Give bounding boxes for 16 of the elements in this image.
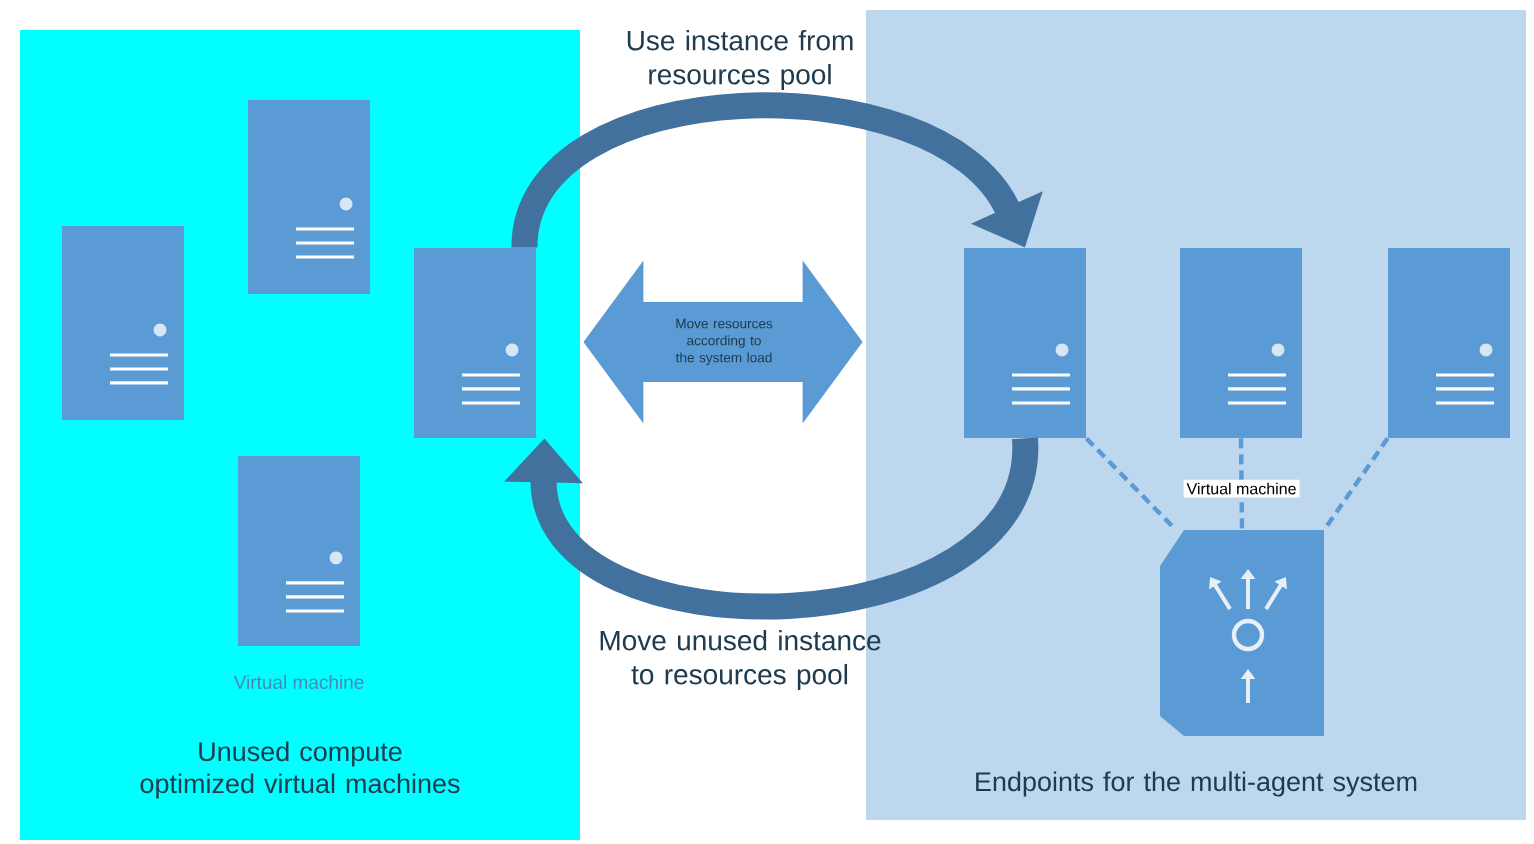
server-box xyxy=(964,248,1086,438)
server-box xyxy=(1388,248,1510,438)
dashed-line xyxy=(1084,436,1178,532)
node-label: Virtual machine xyxy=(233,675,364,689)
server-box xyxy=(248,100,370,294)
arrow xyxy=(511,92,1043,251)
dashed-line xyxy=(1322,437,1390,531)
load-balancer-drawing xyxy=(1160,529,1324,736)
server-box xyxy=(62,226,184,420)
server-box xyxy=(238,455,360,646)
dashed-line xyxy=(1238,438,1245,530)
server-box xyxy=(1180,248,1302,438)
server-box xyxy=(414,248,536,438)
edge-label: Use instance from resources pool xyxy=(627,29,853,90)
edge-label: Move unused instance to resources pool xyxy=(600,629,881,690)
arrow xyxy=(504,436,1038,619)
